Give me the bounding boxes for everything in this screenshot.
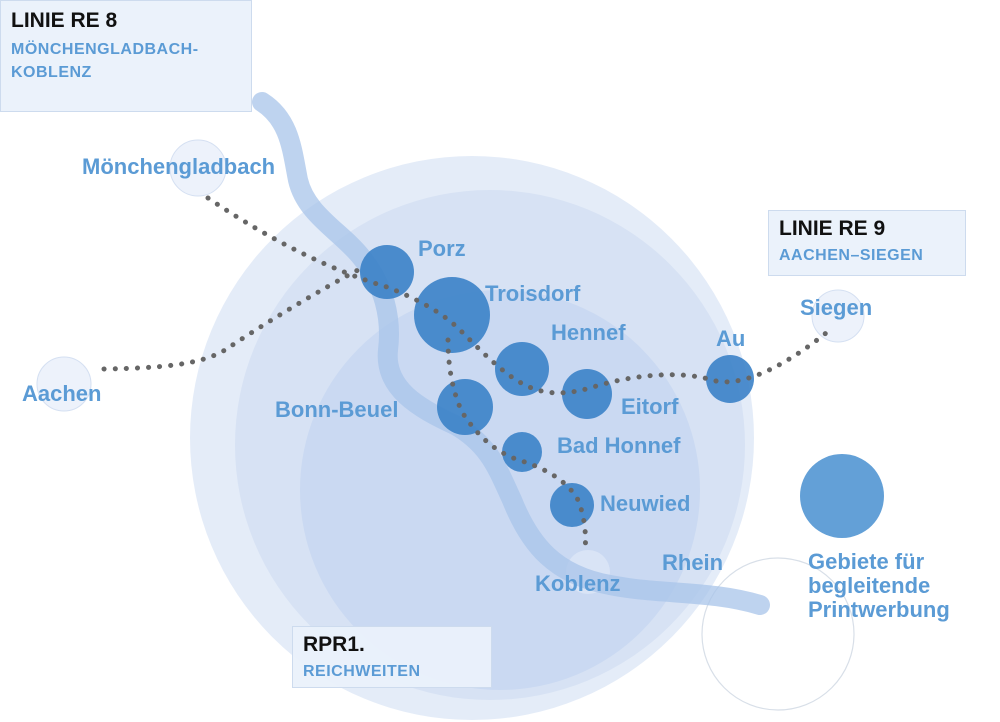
stop-porz	[360, 245, 414, 299]
label-troisdorf: Troisdorf	[485, 281, 581, 306]
rpr-info-box: RPR1. REICHWEITEN	[292, 626, 492, 688]
legend-line-3: Printwerbung	[808, 597, 950, 623]
re9-info-box: LINIE RE 9 AACHEN–SIEGEN	[768, 210, 966, 276]
stop-eitorf	[562, 369, 612, 419]
stop-hennef	[495, 342, 549, 396]
rhein-river	[252, 92, 770, 615]
label-moenchengladbach: Mönchengladbach	[82, 154, 276, 179]
label-siegen: Siegen	[800, 295, 873, 320]
stop-bad-honnef	[502, 432, 542, 472]
re8-title: LINIE RE 8	[11, 9, 118, 32]
re9-subtitle: AACHEN–SIEGEN	[779, 247, 924, 265]
siegen-area	[811, 289, 865, 343]
re8-info-box: LINIE RE 8 MÖNCHENGLADBACH- KOBLENZ	[0, 0, 252, 112]
route-re9	[101, 267, 361, 372]
route-re8	[205, 195, 829, 396]
label-aachen: Aachen	[22, 381, 102, 406]
label-bonn-beuel: Bonn-Beuel	[275, 397, 399, 422]
legend-text: Gebiete für begleitende Printwerbung	[808, 549, 950, 623]
label-porz: Porz	[418, 236, 466, 261]
re8-subtitle-line-1: MÖNCHENGLADBACH-	[11, 41, 199, 59]
aachen-area	[36, 356, 92, 412]
legend-line-1: Gebiete für	[808, 549, 925, 574]
label-hennef: Hennef	[551, 320, 626, 345]
rpr-subtitle: REICHWEITEN	[303, 663, 421, 681]
rpr-title: RPR1.	[303, 633, 365, 656]
re8-subtitle-line-2: KOBLENZ	[11, 64, 92, 82]
mg-area	[169, 139, 227, 197]
legend-filled-circle-icon	[800, 454, 884, 538]
label-bad-honnef: Bad Honnef	[557, 433, 681, 458]
re9-title: LINIE RE 9	[779, 217, 886, 240]
stop-neuwied	[550, 483, 594, 527]
stop-troisdorf	[414, 277, 490, 353]
label-eitorf: Eitorf	[621, 394, 679, 419]
stop-au	[706, 355, 754, 403]
stop-bonn-beuel	[437, 379, 493, 435]
label-neuwied: Neuwied	[600, 491, 691, 516]
label-au: Au	[716, 326, 746, 351]
route-bonn-koblenz	[445, 337, 588, 555]
label-koblenz: Koblenz	[535, 571, 621, 596]
legend-line-2: begleitende	[808, 573, 931, 599]
label-rhein: Rhein	[662, 550, 724, 575]
